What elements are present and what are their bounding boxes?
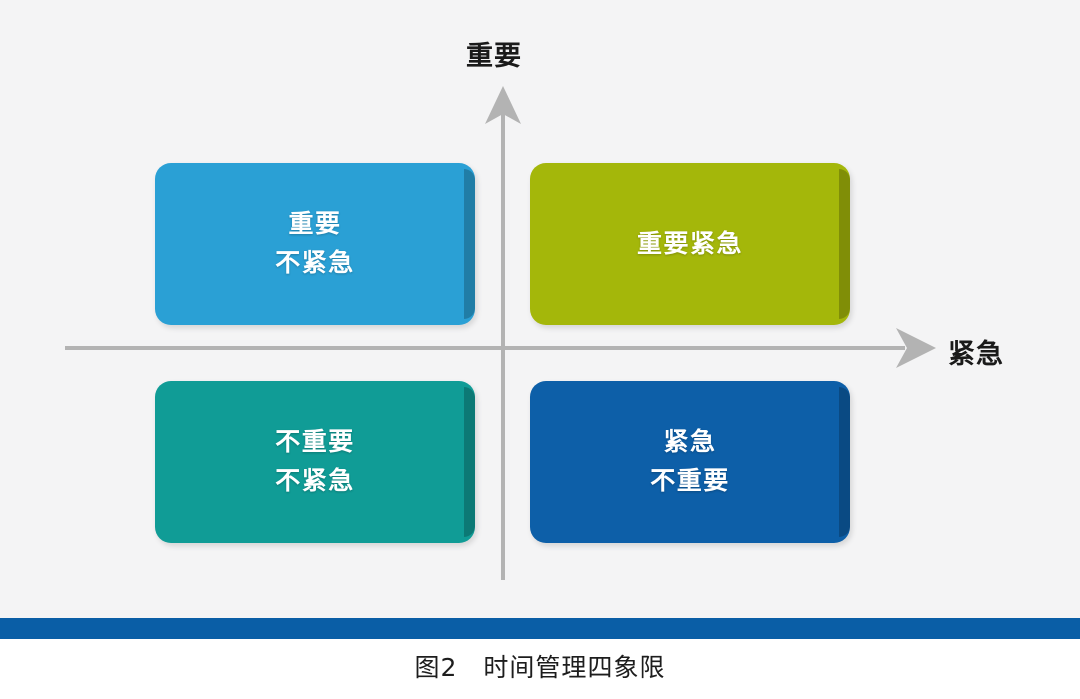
quadrant-line-1: 重要 [288,210,342,239]
quadrant-line-2: 不重要 [650,467,730,495]
axis-label-horizontal: 紧急 [948,339,1004,369]
figure-caption: 图2 时间管理四象限 [414,653,666,682]
quadrant-line-2: 不紧急 [275,467,355,495]
quadrant-not-important-not-urgent[interactable]: 不重要 不紧急 [155,381,475,543]
figure-canvas: 重要 紧急 重要 不紧急 重要紧急 不重要 不紧急 紧急 不重要 [0,0,1080,618]
quadrant-line-1: 重要紧急 [636,229,743,258]
quadrant-important-urgent[interactable]: 重要紧急 [530,163,850,325]
quadrant-important-not-urgent[interactable]: 重要 不紧急 [155,163,475,325]
axis-label-vertical: 重要 [466,41,522,71]
horizontal-axis [65,328,936,368]
quadrant-urgent-not-important[interactable]: 紧急 不重要 [530,381,850,543]
vertical-axis [485,86,521,580]
quadrant-line-1: 紧急 [663,428,717,457]
bottom-divider-bar [0,618,1080,639]
arrow-up-icon [485,86,521,124]
quadrant-line-1: 不重要 [275,428,355,457]
arrow-right-icon [896,328,936,368]
quadrant-line-2: 不紧急 [275,249,355,277]
